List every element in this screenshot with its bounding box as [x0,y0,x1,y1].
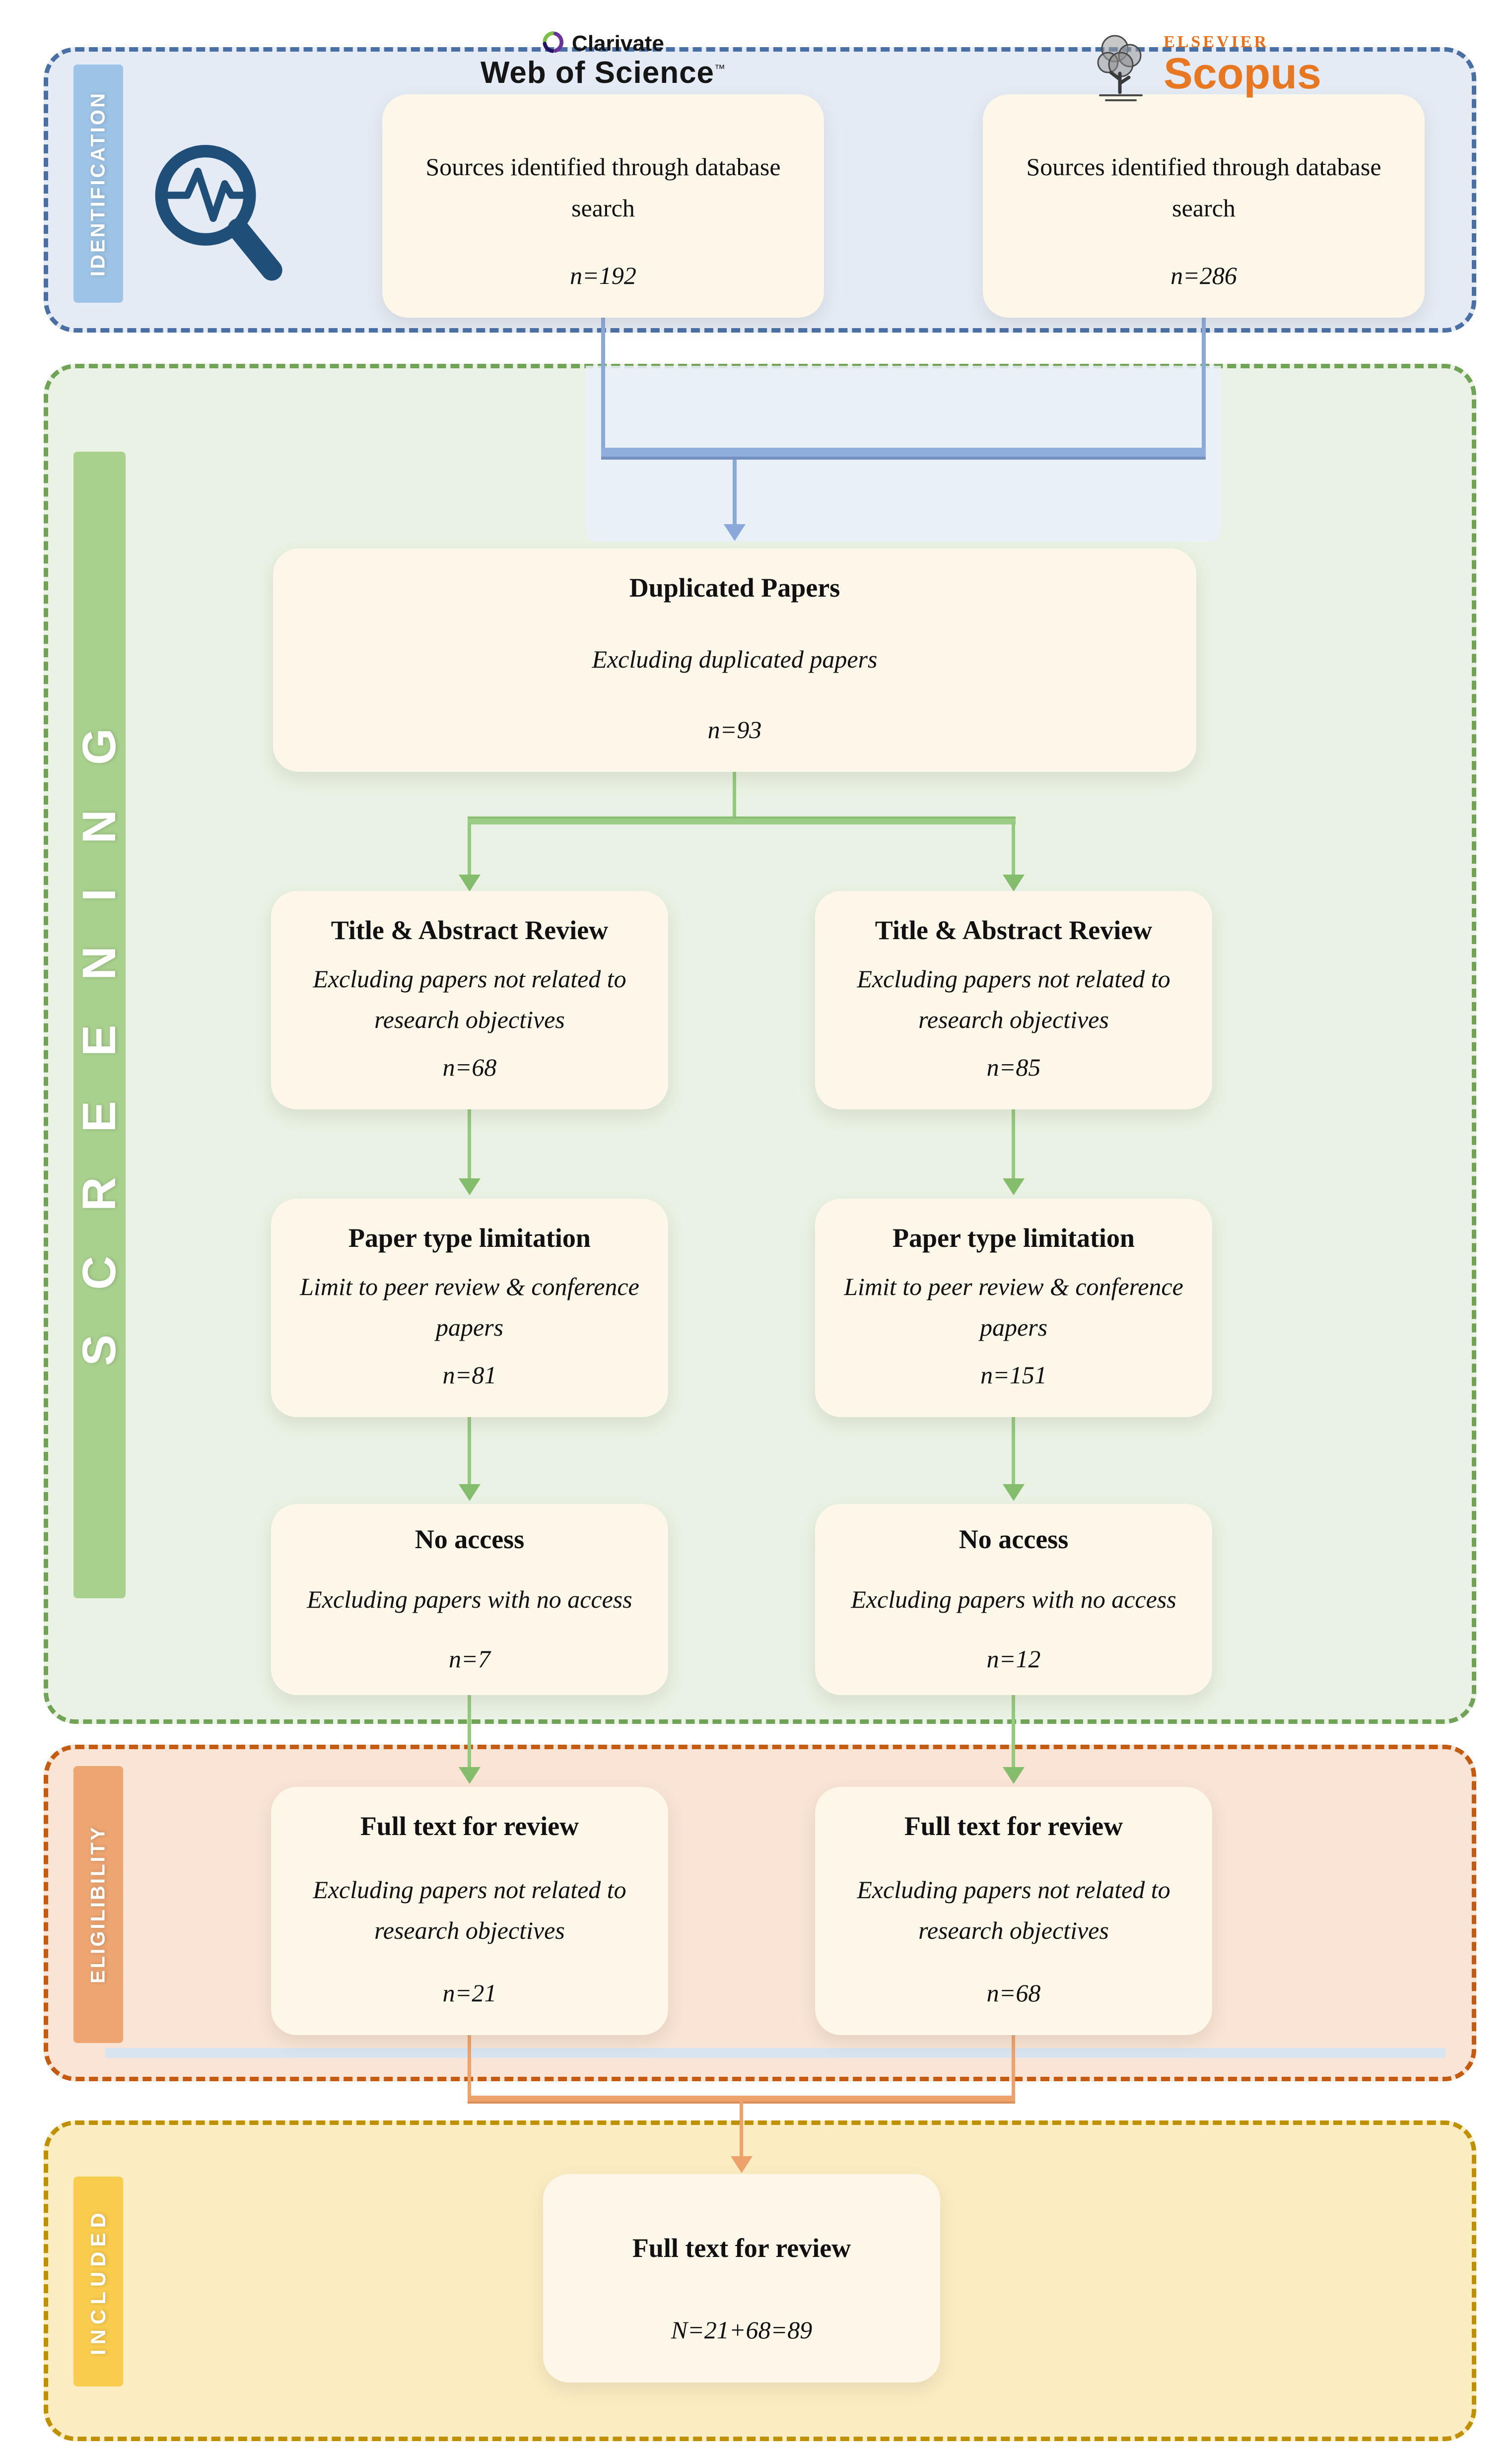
connector-green-left [468,822,471,876]
magnifier-pulse-icon [149,139,293,295]
connector-blue-merge-bar [601,448,1206,460]
arrowhead-green [459,1178,481,1195]
connector-green-right [1012,1417,1015,1486]
connector-blue-stem [733,460,737,525]
box-duplicated-papers: Duplicated Papers Excluding duplicated p… [273,548,1196,772]
included-stage-label: INCLUDED [73,2177,123,2387]
box-sources-web-of-science: Sources identified through database sear… [382,94,824,318]
arrowhead-green [459,875,481,891]
box-desc: Excluding papers not related to research… [857,964,1170,1034]
arrowhead-green [1003,1178,1025,1195]
web-of-science-logo: Clarivate Web of Science™ [382,31,824,90]
box-desc: Excluding papers not related to research… [313,1875,626,1945]
box-title: Paper type limitation [348,1223,591,1253]
box-count: n=286 [1170,262,1237,289]
box-full-text-left: Full text for review Excluding papers no… [271,1787,668,2035]
arrowhead-orange [731,2156,753,2173]
box-title: No access [959,1524,1069,1554]
connector-green-stem [733,772,736,819]
box-count: n=85 [986,1053,1041,1081]
identification-stage-label: IDENTIFICATION [73,65,123,303]
box-title: Title & Abstract Review [875,915,1153,945]
box-desc: Excluding papers with no access [851,1585,1176,1614]
screening-stage-label: SCREENING [73,452,126,1598]
arrowhead-green [1003,1767,1025,1784]
box-paper-type-left: Paper type limitation Limit to peer revi… [271,1199,668,1417]
box-count: n=81 [442,1361,497,1389]
box-count: n=93 [707,716,762,744]
section-eligibility [44,1745,1476,2081]
box-desc: Excluding papers not related to research… [313,964,626,1034]
box-no-access-left: No access Excluding papers with no acces… [271,1504,668,1695]
box-title-abstract-right: Title & Abstract Review Excluding papers… [815,891,1212,1109]
box-included-full-text: Full text for review N=21+68=89 [543,2174,940,2383]
connector-orange-left [468,2035,471,2099]
box-count: n=7 [449,1645,490,1673]
clarivate-wordmark: Clarivate [572,31,664,56]
box-title: Full text for review [360,1811,579,1841]
box-title: Full text for review [632,2233,851,2263]
arrowhead-green [1003,1484,1025,1501]
box-paper-type-right: Paper type limitation Limit to peer revi… [815,1199,1212,1417]
box-desc: Excluding duplicated papers [592,645,878,673]
box-count: n=68 [442,1053,497,1081]
box-title: Duplicated Papers [629,573,840,603]
box-desc: Limit to peer review & conference papers [844,1272,1183,1342]
box-no-access-right: No access Excluding papers with no acces… [815,1504,1212,1695]
arrowhead-blue [724,524,746,541]
box-title: Paper type limitation [893,1223,1135,1253]
trademark-symbol: ™ [714,62,726,75]
arrowhead-green [459,1767,481,1784]
connector-green-split-bar [468,817,1016,824]
connector-blue-left [601,318,605,453]
arrowhead-green [1003,875,1025,891]
eligibility-stage-label: ELIGILIBILITY [73,1766,123,2043]
connector-green-right [1012,1695,1015,1769]
box-title: No access [414,1524,525,1554]
box-count: n=12 [986,1645,1041,1673]
clarivate-logo-icon [542,31,565,56]
box-count: n=68 [986,1979,1041,2007]
box-full-text-right: Full text for review Excluding papers no… [815,1787,1212,2035]
box-count: n=21 [442,1979,497,2007]
connector-green-left [468,1109,471,1180]
connector-orange-right [1012,2035,1015,2099]
box-desc: Excluding papers with no access [307,1585,632,1614]
connector-orange-stem [740,2102,743,2157]
scopus-logo: ELSEVIER Scopus [1008,30,1405,107]
connector-green-right [1012,822,1015,876]
connector-green-left [468,1695,471,1769]
box-text: Sources identified through database sear… [425,153,781,222]
web-of-science-wordmark: Web of Science™ [480,56,726,90]
scopus-wordmark: Scopus [1164,49,1321,98]
box-count: n=151 [980,1361,1047,1389]
box-sources-scopus: Sources identified through database sear… [983,94,1425,318]
box-desc: Limit to peer review & conference papers [300,1272,639,1342]
connector-blue-right [1202,318,1206,453]
connector-green-left [468,1417,471,1486]
box-title: Full text for review [904,1811,1123,1841]
box-title: Title & Abstract Review [331,915,609,945]
box-desc: Excluding papers not related to research… [857,1875,1170,1945]
box-title-abstract-left: Title & Abstract Review Excluding papers… [271,891,668,1109]
elsevier-wordmark: ELSEVIER [1164,33,1269,51]
box-text: Sources identified through database sear… [1026,153,1381,222]
arrowhead-green [459,1484,481,1501]
elsevier-tree-icon [1091,30,1151,107]
box-count: N=21+68=89 [671,2316,813,2344]
box-count: n=192 [570,262,636,289]
connector-green-right [1012,1109,1015,1180]
decorative-blue-stripe [105,2048,1445,2058]
